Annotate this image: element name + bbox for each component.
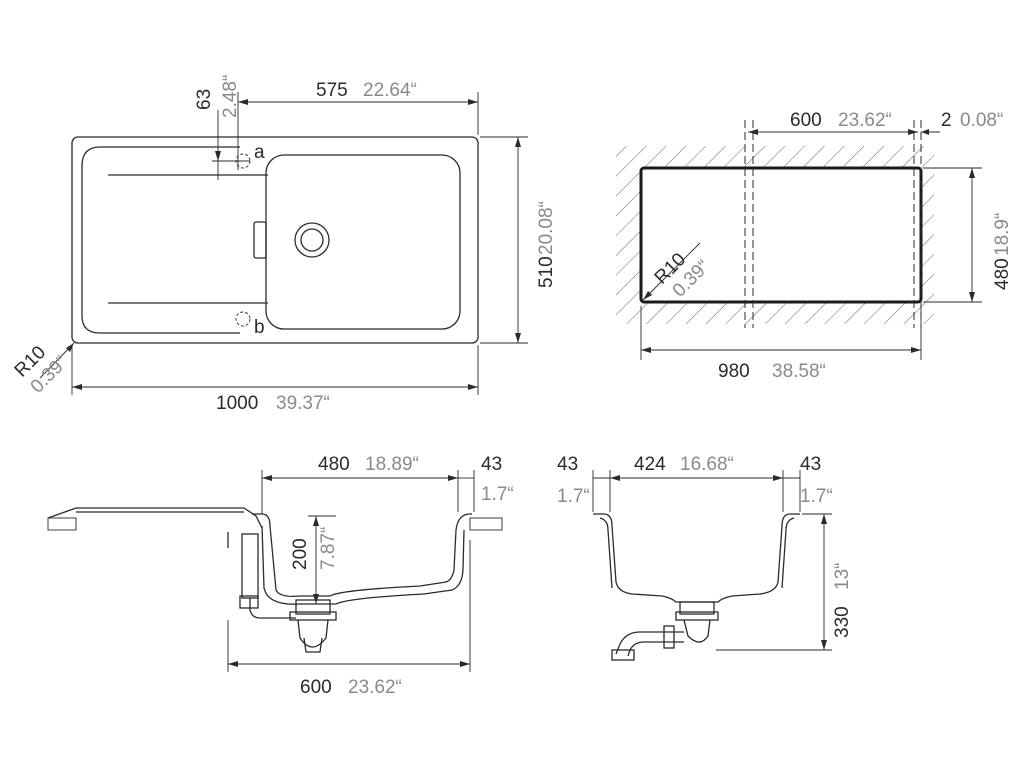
dim-front-depth-in: 7.87“ — [318, 527, 339, 570]
label-b: b — [254, 317, 265, 338]
dim-side-bowl-in: 16.68“ — [680, 454, 734, 475]
drain-body — [295, 599, 331, 615]
side-bowl-outer — [593, 513, 800, 603]
dim-side-bowl-mm: 424 — [634, 454, 666, 475]
dim-offset-mm: 63 — [194, 89, 215, 110]
dim-front-bowl-in: 18.89“ — [365, 454, 419, 475]
dim-gap-in: 0.08“ — [960, 110, 1003, 131]
dim-overall-width-in: 39.37“ — [276, 393, 330, 414]
dim-cutout-height-in: 18.9“ — [992, 213, 1013, 256]
countertop-left — [47, 517, 77, 531]
dim-front-cabinet-mm: 600 — [300, 677, 332, 698]
countertop-right — [469, 517, 503, 531]
dim-side-rim-right-in: 1.7“ — [800, 486, 833, 507]
dim-cutout-height-mm: 480 — [992, 258, 1013, 290]
side-drain — [679, 601, 715, 615]
overflow-slot — [253, 221, 267, 259]
label-a: a — [254, 142, 265, 163]
dim-height-in: 20.08“ — [536, 201, 557, 255]
bowl-profile — [252, 513, 472, 598]
drain-outer — [294, 222, 330, 258]
dim-height-mm: 510 — [536, 256, 557, 288]
dim-overall-width-mm: 1000 — [216, 393, 258, 414]
dim-front-bowl-mm: 480 — [318, 454, 350, 475]
dim-cutout-bowl-in: 23.62“ — [838, 110, 892, 131]
cutout-opening — [641, 168, 921, 302]
drain-trap — [297, 619, 329, 648]
sink-outline — [71, 136, 479, 344]
dim-front-cabinet-in: 23.62“ — [348, 677, 402, 698]
cutout-view: 600 23.62“ 2 0.08“ 480 18.9“ 980 38.58“ … — [616, 110, 1013, 382]
dim-cutout-width-mm: 980 — [718, 361, 750, 382]
top-view: a b 575 22.64“ 63 2.48“ 510 20.08“ 1000 … — [11, 75, 557, 414]
dim-cutout-width-in: 38.58“ — [772, 361, 826, 382]
dim-side-rim-left-in: 1.7“ — [557, 486, 590, 507]
drain-inner — [300, 228, 324, 252]
drainer-area — [81, 146, 240, 334]
overflow-pipe — [241, 533, 259, 599]
side-outlet-pipe — [615, 631, 684, 655]
tap-hole-b — [235, 311, 251, 327]
dim-bowl-width-in: 22.64“ — [363, 80, 417, 101]
dim-side-rim-right-mm: 43 — [800, 454, 821, 475]
dim-side-rim-left-mm: 43 — [557, 454, 578, 475]
dim-front-depth-mm: 200 — [290, 538, 311, 570]
side-section: 43 1.7“ 424 16.68“ 43 1.7“ 330 13“ — [557, 454, 853, 661]
dim-cutout-bowl-mm: 600 — [790, 110, 822, 131]
dim-side-height-mm: 330 — [832, 606, 853, 638]
front-section: 480 18.89“ 43 1.7“ 200 7.87“ 600 23.62“ — [47, 454, 514, 698]
dim-bowl-width-mm: 575 — [316, 80, 348, 101]
dim-side-height-in: 13“ — [832, 563, 853, 590]
dim-gap-mm: 2 — [941, 110, 952, 131]
dim-front-rim-mm: 43 — [481, 454, 502, 475]
drainer-section — [47, 507, 263, 529]
dim-offset-in: 2.48“ — [220, 75, 241, 118]
dim-front-rim-in: 1.7“ — [481, 484, 514, 505]
